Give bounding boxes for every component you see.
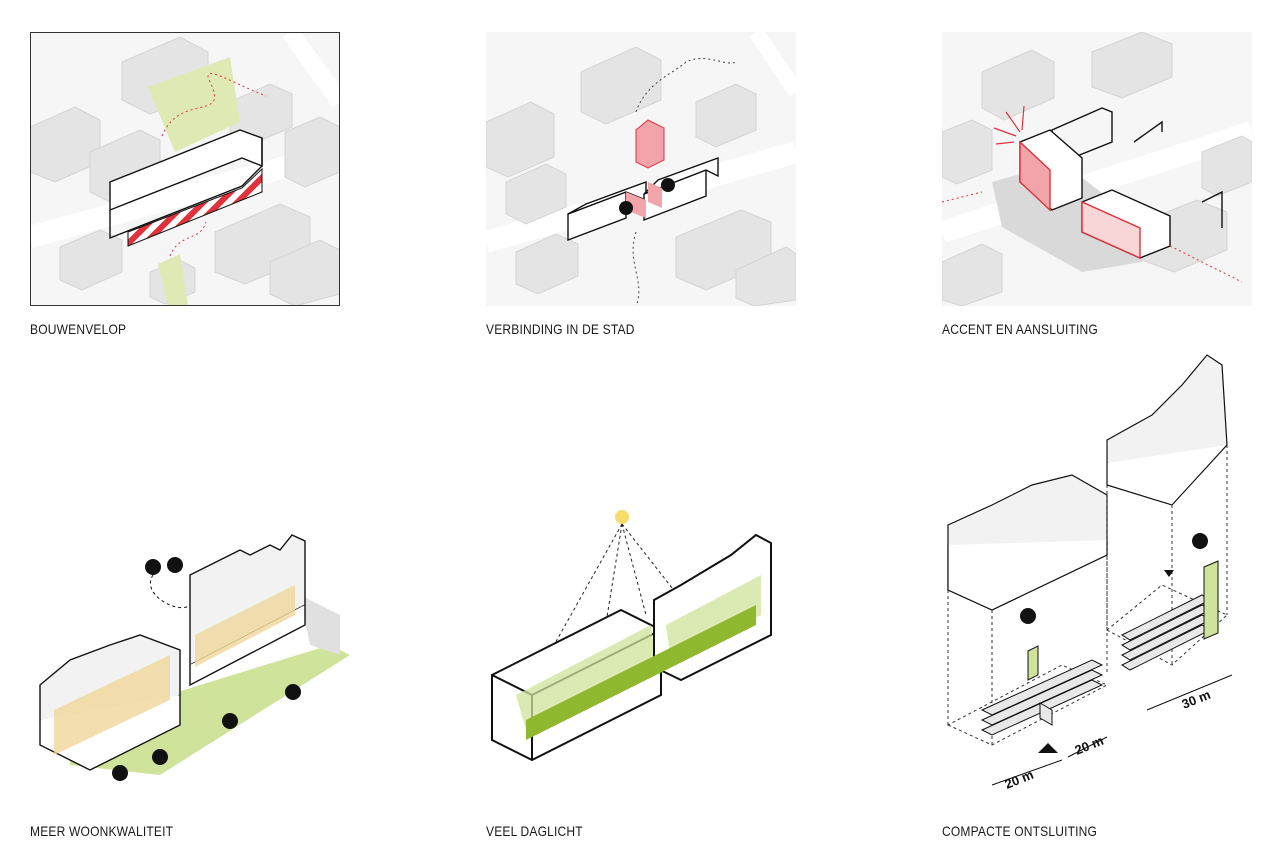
stairs-arrows-icon bbox=[1020, 608, 1036, 624]
green-area-south bbox=[158, 254, 188, 306]
direction-arrow-icon-2 bbox=[1164, 570, 1174, 577]
car-icon bbox=[285, 684, 301, 700]
meeting-icon bbox=[145, 559, 161, 575]
direction-arrow-icon bbox=[1038, 743, 1058, 753]
daglicht-diagram bbox=[491, 510, 772, 762]
ontsluiting-diagram: 20 m 20 m 30 m bbox=[946, 354, 1233, 792]
panel-accent bbox=[942, 32, 1252, 306]
caption-daglicht: VEEL DAGLICHT bbox=[486, 823, 583, 839]
facade-stripes bbox=[127, 167, 263, 247]
house-icon bbox=[167, 557, 183, 573]
stairs-arrows-icon-2 bbox=[1192, 533, 1208, 549]
panel-verbinding bbox=[486, 32, 796, 306]
caption-bouwenvelop: BOUWENVELOP bbox=[30, 321, 127, 337]
bouwenvelop-map bbox=[30, 32, 340, 306]
woonkwaliteit-diagram bbox=[39, 534, 350, 781]
panel-ontsluiting: 20 m 20 m 30 m bbox=[942, 345, 1262, 800]
walker-icon bbox=[112, 765, 128, 781]
panel-woonkwaliteit bbox=[30, 505, 350, 790]
accent-map bbox=[942, 32, 1252, 306]
bicycle-icon bbox=[222, 713, 238, 729]
caption-ontsluiting: COMPACTE ONTSLUITING bbox=[942, 823, 1098, 839]
panel-daglicht bbox=[486, 505, 806, 790]
panel-bouwenvelop bbox=[30, 32, 340, 306]
caption-verbinding: VERBINDING IN DE STAD bbox=[486, 321, 635, 337]
meeting-icon bbox=[619, 201, 633, 215]
sun-icon bbox=[615, 510, 629, 524]
dim-width-right: 30 m bbox=[1180, 687, 1213, 712]
verbinding-map bbox=[486, 32, 796, 306]
caption-accent: ACCENT EN AANSLUITING bbox=[942, 321, 1098, 337]
green-area bbox=[148, 57, 240, 152]
house-icon-2 bbox=[152, 749, 168, 765]
dim-depth: 20 m bbox=[1073, 733, 1106, 758]
meeting-icon-2 bbox=[661, 178, 675, 192]
caption-woonkwaliteit: MEER WOONKWALITEIT bbox=[30, 823, 174, 839]
dim-width-left: 20 m bbox=[1003, 767, 1036, 792]
